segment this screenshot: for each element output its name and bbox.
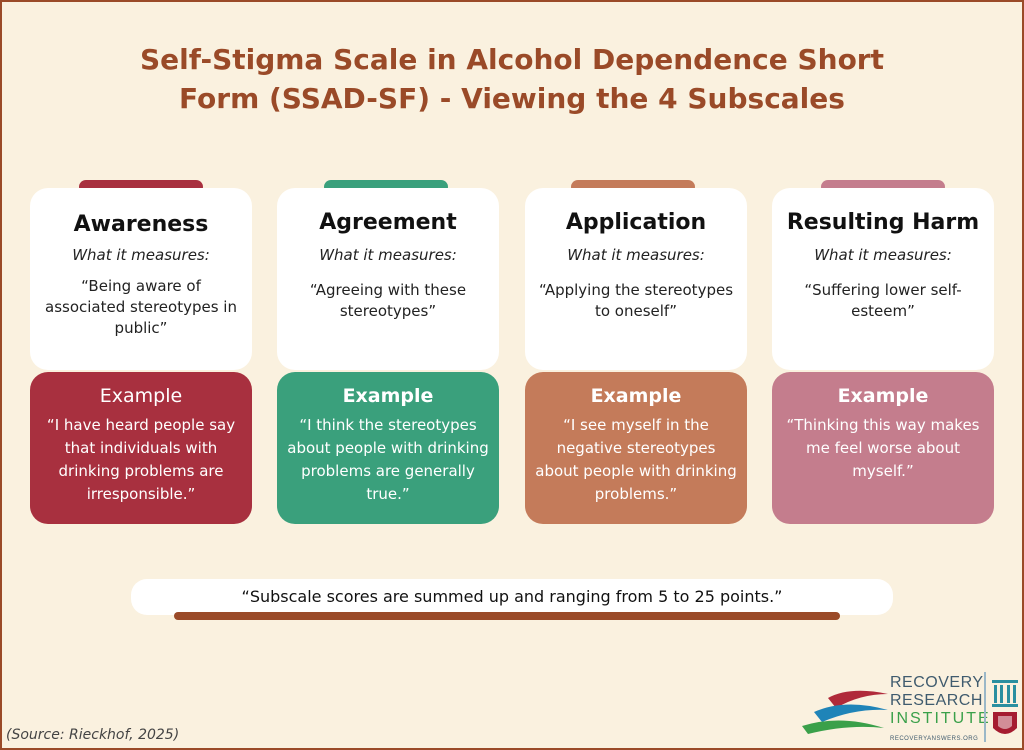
source-citation: (Source: Rieckhof, 2025) bbox=[6, 727, 180, 743]
harm-description: “Suffering lower self-esteem” bbox=[804, 281, 962, 320]
harm-measures-label: What it measures: bbox=[814, 246, 952, 264]
application-info-box: Application What it measures: “Applying … bbox=[525, 188, 747, 370]
agreement-example-label: Example bbox=[342, 385, 434, 407]
application-example-text: “I see myself in the negative stereotype… bbox=[535, 416, 737, 503]
harvard-building-icon bbox=[992, 680, 1018, 734]
awareness-example-box: Example “I have heard people say that in… bbox=[30, 372, 252, 524]
awareness-info-box: Awareness What it measures: “Being aware… bbox=[30, 188, 252, 370]
harm-example-text: “Thinking this way makes me feel worse a… bbox=[786, 416, 980, 480]
agreement-info-box: Agreement What it measures: “Agreeing wi… bbox=[277, 188, 499, 370]
page-title: Self-Stigma Scale in Alcohol Dependence … bbox=[60, 40, 964, 118]
harm-info-box: Resulting Harm What it measures: “Suffer… bbox=[772, 188, 994, 370]
agreement-description: “Agreeing with these stereotypes” bbox=[309, 281, 467, 320]
awareness-example-label: Example bbox=[99, 385, 183, 407]
harm-example-label: Example bbox=[837, 385, 929, 407]
logo-wordmark: RECOVERY RESEARCH INSTITUTE bbox=[890, 674, 991, 728]
logo-line-3: INSTITUTE bbox=[890, 710, 991, 727]
logo-line-1: RECOVERY bbox=[890, 674, 984, 691]
harm-example-box: Example “Thinking this way makes me feel… bbox=[772, 372, 994, 524]
application-description: “Applying the stereotypes to oneself” bbox=[538, 281, 734, 320]
awareness-measures-label: What it measures: bbox=[72, 246, 210, 264]
awareness-example-text: “I have heard people say that individual… bbox=[46, 416, 236, 503]
agreement-measures-label: What it measures: bbox=[319, 246, 457, 264]
awareness-description: “Being aware of associated stereotypes i… bbox=[45, 277, 237, 337]
logo-line-2: RESEARCH bbox=[890, 692, 983, 709]
logo-url: RECOVERYANSWERS.ORG bbox=[890, 736, 979, 742]
title-line-2: Form (SSAD-SF) - Viewing the 4 Subscales bbox=[179, 82, 845, 115]
scoring-note: “Subscale scores are summed up and rangi… bbox=[131, 579, 893, 615]
note-underline bbox=[174, 612, 840, 620]
recovery-research-institute-logo: RECOVERY RESEARCH INSTITUTE RECOVERYANSW… bbox=[800, 668, 1022, 748]
application-example-label: Example bbox=[590, 385, 682, 407]
awareness-heading: Awareness bbox=[73, 212, 209, 237]
harm-heading: Resulting Harm bbox=[786, 210, 980, 235]
application-measures-label: What it measures: bbox=[567, 246, 705, 264]
title-line-1: Self-Stigma Scale in Alcohol Dependence … bbox=[140, 43, 884, 76]
agreement-heading: Agreement bbox=[319, 210, 457, 235]
agreement-example-text: “I think the stereotypes about people wi… bbox=[287, 416, 489, 503]
agreement-example-box: Example “I think the stereotypes about p… bbox=[277, 372, 499, 524]
application-example-box: Example “I see myself in the negative st… bbox=[525, 372, 747, 524]
application-heading: Application bbox=[565, 210, 707, 235]
logo-swoosh-icon bbox=[802, 690, 888, 734]
logo-divider bbox=[984, 672, 986, 742]
